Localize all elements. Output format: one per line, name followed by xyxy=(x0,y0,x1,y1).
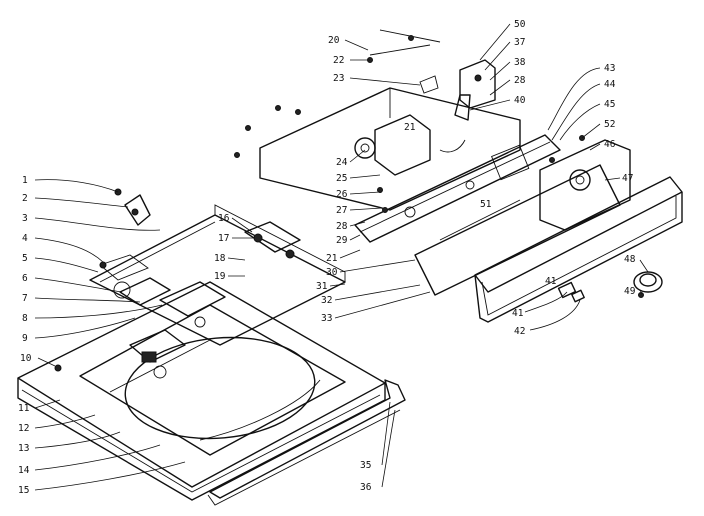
callout-38: 38 xyxy=(514,57,526,68)
callout-26: 26 xyxy=(336,189,348,200)
callout-48: 48 xyxy=(624,254,636,265)
callout-20: 20 xyxy=(328,35,340,46)
callout-6: 6 xyxy=(22,273,28,284)
callout-17: 17 xyxy=(218,233,229,244)
callout-47: 47 xyxy=(622,173,633,184)
callout-46: 46 xyxy=(604,139,616,150)
callout-8: 8 xyxy=(22,313,28,324)
callout-37: 37 xyxy=(514,37,525,48)
callout-30: 30 xyxy=(326,267,338,278)
callout-41: 41 xyxy=(545,276,557,287)
callout-1: 1 xyxy=(22,175,28,186)
callout-14: 14 xyxy=(18,465,30,476)
callout-3: 3 xyxy=(22,213,28,224)
callout-35: 35 xyxy=(360,460,371,471)
callout-2: 2 xyxy=(22,193,28,204)
callout-24: 24 xyxy=(336,157,348,168)
callout-40: 40 xyxy=(514,95,526,106)
callout-50: 50 xyxy=(514,19,526,30)
callout-15: 15 xyxy=(18,485,29,496)
callout-11: 11 xyxy=(18,403,30,414)
callout-27: 27 xyxy=(336,205,347,216)
callout-28: 28 xyxy=(514,75,526,86)
callout-4: 4 xyxy=(22,233,28,244)
callout-41b: 41 xyxy=(512,308,524,319)
callout-16: 16 xyxy=(218,213,230,224)
callout-44: 44 xyxy=(604,79,616,90)
graphics-panel xyxy=(539,139,631,231)
callout-52: 52 xyxy=(604,119,615,130)
push-switch xyxy=(557,281,585,303)
console-trim-bezel xyxy=(474,176,683,323)
callout-10: 10 xyxy=(20,353,32,364)
callout-12: 12 xyxy=(18,423,29,434)
callout-22: 22 xyxy=(333,55,344,66)
callout-29: 29 xyxy=(336,235,348,246)
callout-36: 36 xyxy=(360,482,372,493)
callout-42: 42 xyxy=(514,326,525,337)
callout-51: 51 xyxy=(480,199,492,210)
callout-33: 33 xyxy=(321,313,332,324)
lid-switch-assembly xyxy=(99,254,226,379)
callout-19: 19 xyxy=(214,271,226,282)
pad-part xyxy=(244,221,301,259)
callout-32: 32 xyxy=(321,295,332,306)
front-rail xyxy=(207,379,406,506)
callout-25: 25 xyxy=(336,173,347,184)
console-base-panel xyxy=(89,204,346,346)
callout-9: 9 xyxy=(22,333,28,344)
console-rear-panel xyxy=(259,29,521,211)
callout-49: 49 xyxy=(624,286,636,297)
control-panel-chassis xyxy=(354,134,621,296)
callout-18: 18 xyxy=(214,253,226,264)
washer-top-cover xyxy=(17,281,386,501)
callout-7: 7 xyxy=(22,293,28,304)
screws xyxy=(54,35,585,372)
callout-13: 13 xyxy=(18,443,29,454)
callout-21: 21 xyxy=(404,122,416,133)
callout-21b: 21 xyxy=(326,253,338,264)
callout-23: 23 xyxy=(333,73,344,84)
leader-lines xyxy=(34,23,649,491)
switch-bracket xyxy=(419,59,496,109)
callout-labels: 1 2 3 4 5 6 7 8 9 10 11 12 13 14 15 16 1… xyxy=(18,19,636,496)
timer-assembly xyxy=(354,94,471,176)
callout-45: 45 xyxy=(604,99,615,110)
callout-5: 5 xyxy=(22,253,28,264)
bracket-part xyxy=(114,188,151,226)
control-knob xyxy=(633,271,663,298)
callout-31: 31 xyxy=(316,281,328,292)
callout-43: 43 xyxy=(604,63,615,74)
callout-28b: 28 xyxy=(336,221,348,232)
